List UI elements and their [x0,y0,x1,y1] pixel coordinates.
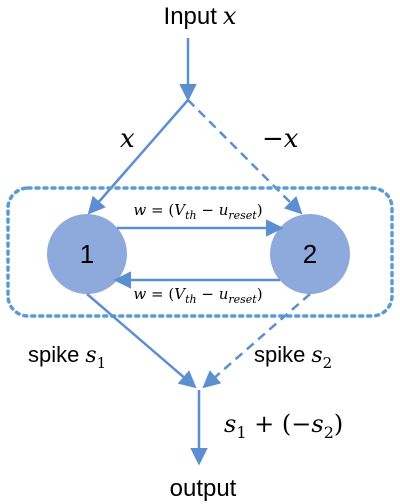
neuron-pair-box [6,186,394,318]
weight-label-top: w = (Vth − ureset) [133,201,262,222]
sum-expression: s1 + (−s2) [224,410,343,442]
branch-label-minus-x: −x [262,124,299,154]
spike-arrow-2 [202,293,311,389]
branch-to-neuron-1 [87,99,189,215]
branch-to-neuron-2 [187,99,303,215]
weight-label-bottom: w = (Vth − ureset) [133,285,262,306]
spike-arrow-1 [86,293,197,389]
branch-label-x: x [120,124,135,154]
output-label: output [170,475,237,502]
neuron-2-label: 2 [303,239,317,269]
neuron-1 [47,214,127,294]
neuron-1-label: 1 [80,239,94,269]
neuron-2 [270,214,350,294]
